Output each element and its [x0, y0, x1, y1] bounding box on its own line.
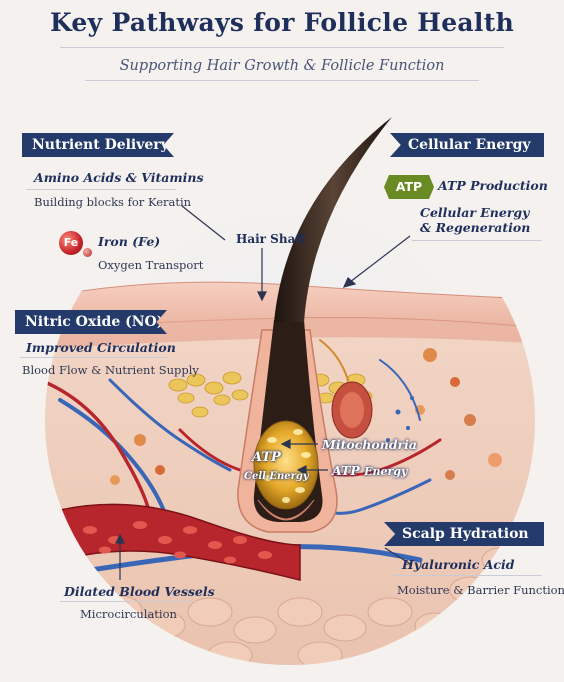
subtitle-divider: [85, 80, 479, 81]
atp-production-label: ATP Production: [438, 178, 548, 193]
banner-nutrient-delivery: Nutrient Delivery: [22, 133, 174, 157]
iron-label: Iron (Fe): [98, 234, 161, 249]
mitochondria-label: Mitochondria: [322, 437, 417, 452]
hair-shaft-label: Hair Shaft: [236, 232, 307, 246]
bulb-atp-label: ATP: [252, 450, 281, 465]
pointer-lines: [115, 205, 413, 580]
iron-molecule-icon: Fe: [59, 231, 83, 255]
banner-cellular-energy: Cellular Energy: [390, 133, 544, 157]
nitric-divider: [20, 357, 168, 358]
lipid-cluster-left: [168, 371, 249, 418]
title-divider: [60, 47, 504, 48]
dermal-papilla: [257, 499, 315, 521]
cellular-energy-line2: & Regeneration: [420, 220, 531, 235]
hair-bulb: [253, 420, 319, 510]
page-title: Key Pathways for Follicle Health: [49, 8, 515, 37]
cellular-divider: [412, 240, 542, 241]
amino-acids-description: Building blocks for Keratin: [34, 195, 192, 209]
amino-acids-heading: Amino Acids & Vitamins: [34, 170, 204, 185]
vessels-divider: [60, 601, 196, 602]
atp-energy-suffix: Energy: [364, 465, 408, 478]
hyaluronic-acid-description: Moisture & Barrier Function: [397, 583, 564, 597]
hydration-droplets: [386, 396, 414, 442]
atp-energy-prefix: ATP: [332, 463, 360, 478]
atp-energy-label: ATP Energy: [332, 463, 407, 478]
hydration-divider: [392, 575, 542, 576]
iron-atom-icon: [83, 248, 92, 257]
banner-scalp-hydration: Scalp Hydration: [384, 522, 544, 546]
page-subtitle: Supporting Hair Growth & Follicle Functi…: [119, 58, 445, 74]
cellular-energy-line1: Cellular Energy: [420, 205, 530, 220]
atp-badge: ATP: [384, 175, 434, 199]
iron-description: Oxygen Transport: [98, 258, 204, 272]
hair-shaft: [274, 117, 392, 322]
scattered-cells: [110, 348, 502, 485]
mitochondria-cells: [263, 429, 311, 503]
hyaluronic-acid-heading: Hyaluronic Acid: [402, 557, 515, 572]
bulb-cell-energy-label: Cell Energy: [244, 471, 309, 482]
banner-nitric-oxide: Nitric Oxide (NO): [15, 310, 167, 334]
improved-circulation-description: Blood Flow & Nutrient Supply: [22, 363, 199, 377]
improved-circulation-heading: Improved Circulation: [26, 340, 176, 355]
red-blood-cells: [83, 521, 272, 564]
microcirculation-label: Microcirculation: [80, 607, 177, 621]
dilated-vessels-heading: Dilated Blood Vessels: [64, 584, 215, 599]
nutrient-divider: [26, 189, 176, 190]
dilated-blood-vessel: [59, 503, 301, 581]
